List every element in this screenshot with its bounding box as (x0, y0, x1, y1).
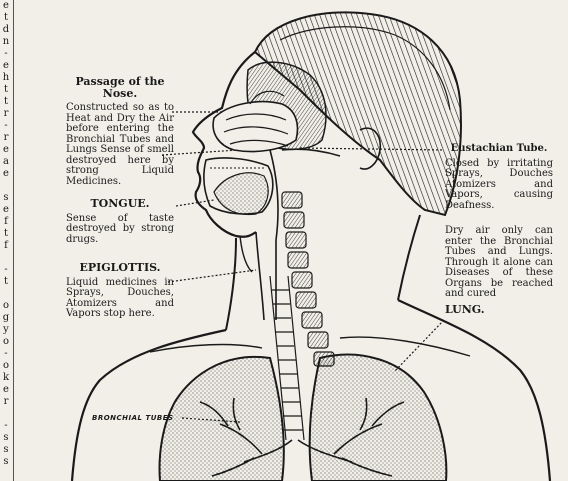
margin-char: t (1, 228, 11, 240)
tongue-label-group: TONGUE. Sense of taste destroyed by stro… (66, 198, 174, 245)
margin-char: o (1, 300, 11, 312)
margin-char: k (1, 372, 11, 384)
bronchial-note-group: Dry air only can enter the Bronchial Tub… (445, 226, 553, 315)
margin-char: s (1, 432, 11, 444)
eustachian-description: Closed by irritating Sprays, Douches Ato… (445, 159, 553, 212)
column-rule (13, 0, 14, 481)
spine-vertebrae (282, 192, 334, 366)
tongue-description: Sense of taste destroyed by strong drugs… (66, 214, 174, 246)
margin-char: a (1, 156, 11, 168)
eustachian-tube (282, 149, 340, 156)
bronchial-tubes-label: BRONCHIAL TUBES (92, 414, 174, 422)
margin-text-column: etdn-ehttr-reae seftf -t ogyo-oker -sss (0, 0, 12, 481)
lung-heading: LUNG. (445, 304, 553, 316)
bronchial-description: Dry air only can enter the Bronchial Tub… (445, 226, 553, 300)
margin-char: e (1, 60, 11, 72)
eustachian-heading: Eustachian Tube. (445, 144, 553, 155)
margin-char: e (1, 0, 11, 12)
margin-char: t (1, 12, 11, 24)
margin-char: - (1, 48, 11, 60)
epiglottis-label-group: EPIGLOTTIS. Liquid medicines in Sprays, … (66, 262, 174, 320)
margin-char: e (1, 204, 11, 216)
margin-char: r (1, 132, 11, 144)
right-lung (310, 355, 447, 481)
eustachian-label-group: Eustachian Tube. Closed by irritating Sp… (445, 144, 553, 211)
margin-char: t (1, 96, 11, 108)
tongue-heading: TONGUE. (66, 198, 174, 210)
margin-char: - (1, 348, 11, 360)
margin-char: f (1, 216, 11, 228)
nose-label-group: Passage of the Nose. Constructed so as t… (66, 76, 174, 187)
epiglottis-description: Liquid medicines in Sprays, Douches, Ato… (66, 278, 174, 320)
margin-char (1, 408, 11, 420)
margin-char (1, 180, 11, 192)
margin-char: e (1, 144, 11, 156)
margin-char: t (1, 84, 11, 96)
margin-char: - (1, 420, 11, 432)
margin-char: - (1, 120, 11, 132)
nose-heading: Passage of the Nose. (66, 76, 174, 99)
margin-char: d (1, 24, 11, 36)
margin-char: o (1, 360, 11, 372)
margin-char: o (1, 336, 11, 348)
margin-char: s (1, 192, 11, 204)
epiglottis-heading: EPIGLOTTIS. (66, 262, 174, 274)
margin-char: h (1, 72, 11, 84)
margin-char: n (1, 36, 11, 48)
margin-char: r (1, 108, 11, 120)
margin-char: e (1, 384, 11, 396)
margin-char: s (1, 444, 11, 456)
left-lung (160, 357, 284, 481)
margin-char: r (1, 396, 11, 408)
margin-char: s (1, 456, 11, 468)
margin-char: - (1, 264, 11, 276)
margin-char: t (1, 276, 11, 288)
margin-char: g (1, 312, 11, 324)
nose-description: Constructed so as to Heat and Dry the Ai… (66, 103, 174, 187)
margin-char: y (1, 324, 11, 336)
margin-char (1, 252, 11, 264)
margin-char: e (1, 168, 11, 180)
margin-char (1, 288, 11, 300)
margin-char: f (1, 240, 11, 252)
